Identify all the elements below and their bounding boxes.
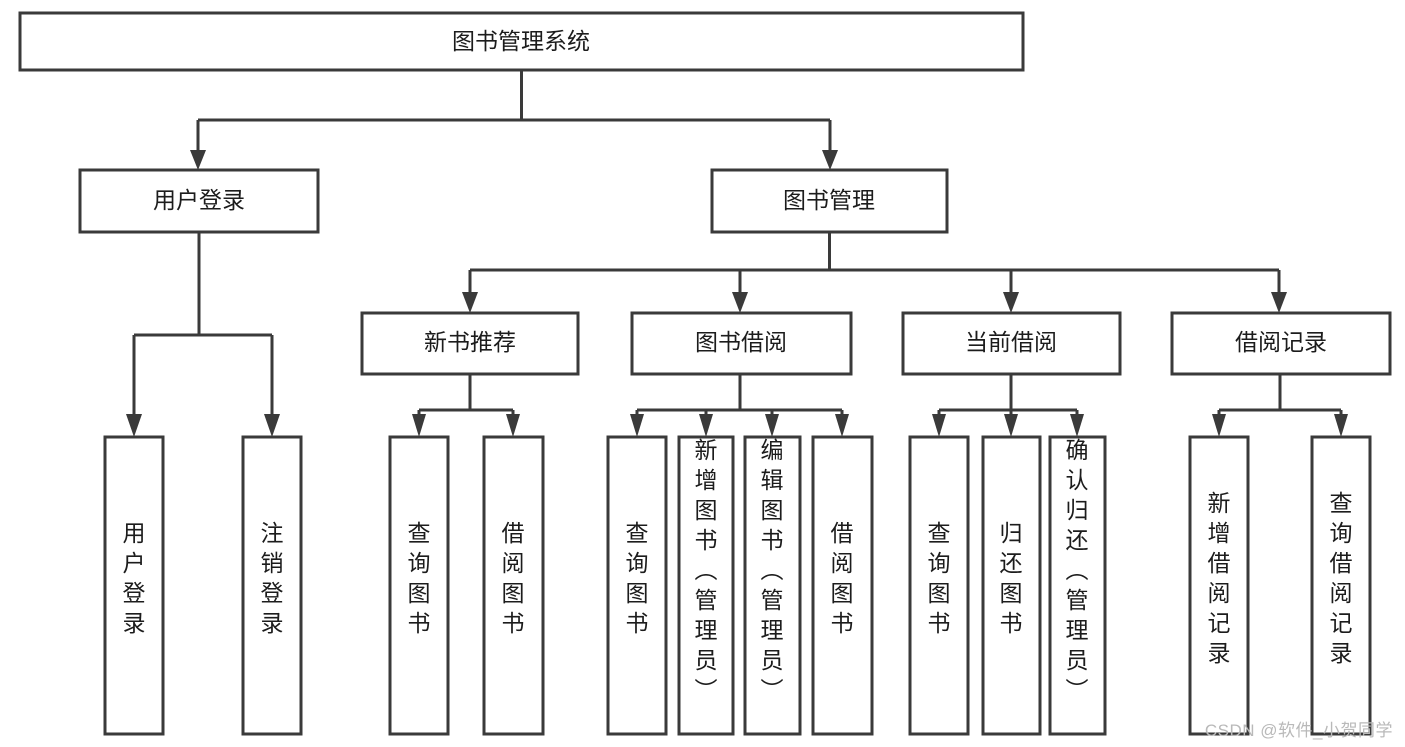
node-book-borrow-label: 图书借阅 <box>695 329 787 355</box>
node-current-borrow[interactable]: 当前借阅 <box>901 311 1122 376</box>
node-book-management-label: 图书管理 <box>783 187 875 213</box>
arrow-head-user-login <box>190 150 206 170</box>
node-book-management-box[interactable] <box>710 168 949 234</box>
arrow-head-newbook <box>462 292 478 313</box>
arrow-head-currentborrow <box>1003 292 1019 313</box>
node-current-borrow-label: 当前借阅 <box>965 329 1057 355</box>
node-leaf-add-book-admin[interactable]: 新增图书︵管理员︶ <box>677 435 735 736</box>
node-leaf-query-book-1-box[interactable] <box>388 435 450 736</box>
arrow-head-leaf-10 <box>1004 414 1018 437</box>
arrow-head-leaf-13 <box>1334 414 1348 437</box>
node-current-borrow-box[interactable] <box>901 311 1122 376</box>
arrow-head-leaf-12 <box>1212 414 1226 437</box>
arrow-head-leaf-7 <box>765 414 779 437</box>
node-borrow-record[interactable]: 借阅记录 <box>1170 311 1392 376</box>
node-leaf-return-book-label: 归还图书 <box>1000 520 1023 636</box>
arrow-head-leaf-2 <box>264 414 280 437</box>
node-leaf-query-book-1-label: 查询图书 <box>408 520 431 636</box>
arrow-head-book-mgmt <box>822 150 838 170</box>
node-new-book-recommend-box[interactable] <box>360 311 580 376</box>
node-leaf-query-borrow-record-label: 查询借阅记录 <box>1330 490 1353 666</box>
node-leaf-confirm-return-admin-label: 确认归还︵管理员︶ <box>1066 437 1089 703</box>
node-leaf-confirm-return-admin-box[interactable] <box>1048 435 1107 736</box>
node-borrow-record-box[interactable] <box>1170 311 1392 376</box>
node-leaf-logout[interactable]: 注销登录 <box>241 435 303 736</box>
arrow-head-borrowbook <box>732 292 748 313</box>
node-leaf-add-borrow-record-label: 新增借阅记录 <box>1208 490 1231 666</box>
node-leaf-edit-book-admin-box[interactable] <box>743 435 802 736</box>
node-leaf-user-login-box[interactable] <box>103 435 165 736</box>
node-leaf-query-book-1[interactable]: 查询图书 <box>388 435 450 736</box>
node-leaf-borrow-book-2[interactable]: 借阅图书 <box>811 435 874 736</box>
node-leaf-confirm-return-admin[interactable]: 确认归还︵管理员︶ <box>1048 435 1107 736</box>
node-leaf-borrow-book-1[interactable]: 借阅图书 <box>482 435 545 736</box>
node-book-borrow-box[interactable] <box>630 311 853 376</box>
node-borrow-record-label: 借阅记录 <box>1235 329 1327 355</box>
arrow-head-leaf-6 <box>699 414 713 437</box>
node-leaf-return-book-box[interactable] <box>981 435 1042 736</box>
node-leaf-add-book-admin-label: 新增图书︵管理员︶ <box>695 437 718 703</box>
node-leaf-logout-label: 注销登录 <box>261 520 284 636</box>
node-book-borrow[interactable]: 图书借阅 <box>630 311 853 376</box>
node-leaf-add-book-admin-box[interactable] <box>677 435 735 736</box>
arrow-head-leaf-8 <box>835 414 849 437</box>
arrow-head-leaf-9 <box>932 414 946 437</box>
node-leaf-borrow-book-2-box[interactable] <box>811 435 874 736</box>
node-leaf-query-book-2-box[interactable] <box>606 435 668 736</box>
node-leaf-query-borrow-record[interactable]: 查询借阅记录 <box>1310 435 1372 736</box>
node-root-box[interactable] <box>18 11 1025 72</box>
node-user-login[interactable]: 用户登录 <box>78 168 320 234</box>
arrow-head-leaf-3 <box>412 414 426 437</box>
node-new-book-recommend-label: 新书推荐 <box>424 329 516 355</box>
node-leaf-borrow-book-1-box[interactable] <box>482 435 545 736</box>
node-leaf-add-borrow-record-box[interactable] <box>1188 435 1250 736</box>
connector-layer <box>126 70 1348 437</box>
node-new-book-recommend[interactable]: 新书推荐 <box>360 311 580 376</box>
node-leaf-logout-box[interactable] <box>241 435 303 736</box>
node-leaf-borrow-book-2-label: 借阅图书 <box>831 520 854 636</box>
node-leaf-query-book-3-box[interactable] <box>908 435 970 736</box>
arrow-head-leaf-5 <box>630 414 644 437</box>
arrow-head-leaf-1 <box>126 414 142 437</box>
node-leaf-query-book-2-label: 查询图书 <box>626 520 649 636</box>
arrow-head-leaf-11 <box>1070 414 1084 437</box>
node-leaf-edit-book-admin[interactable]: 编辑图书︵管理员︶ <box>743 435 802 736</box>
node-user-login-box[interactable] <box>78 168 320 234</box>
node-leaf-query-book-2[interactable]: 查询图书 <box>606 435 668 736</box>
node-user-login-label: 用户登录 <box>153 187 245 213</box>
node-leaf-query-book-3-label: 查询图书 <box>928 520 951 636</box>
node-leaf-user-login[interactable]: 用户登录 <box>103 435 165 736</box>
node-leaf-add-borrow-record[interactable]: 新增借阅记录 <box>1188 435 1250 736</box>
node-root[interactable]: 图书管理系统 <box>18 11 1025 72</box>
arrow-head-leaf-4 <box>506 414 520 437</box>
node-leaf-user-login-label: 用户登录 <box>123 520 146 636</box>
node-book-management[interactable]: 图书管理 <box>710 168 949 234</box>
node-leaf-query-book-3[interactable]: 查询图书 <box>908 435 970 736</box>
node-leaf-borrow-book-1-label: 借阅图书 <box>502 520 525 636</box>
node-leaf-query-borrow-record-box[interactable] <box>1310 435 1372 736</box>
node-leaf-edit-book-admin-label: 编辑图书︵管理员︶ <box>761 437 784 703</box>
node-root-label: 图书管理系统 <box>452 28 590 54</box>
arrow-head-borrowrecord <box>1271 292 1287 313</box>
node-leaf-return-book[interactable]: 归还图书 <box>981 435 1042 736</box>
